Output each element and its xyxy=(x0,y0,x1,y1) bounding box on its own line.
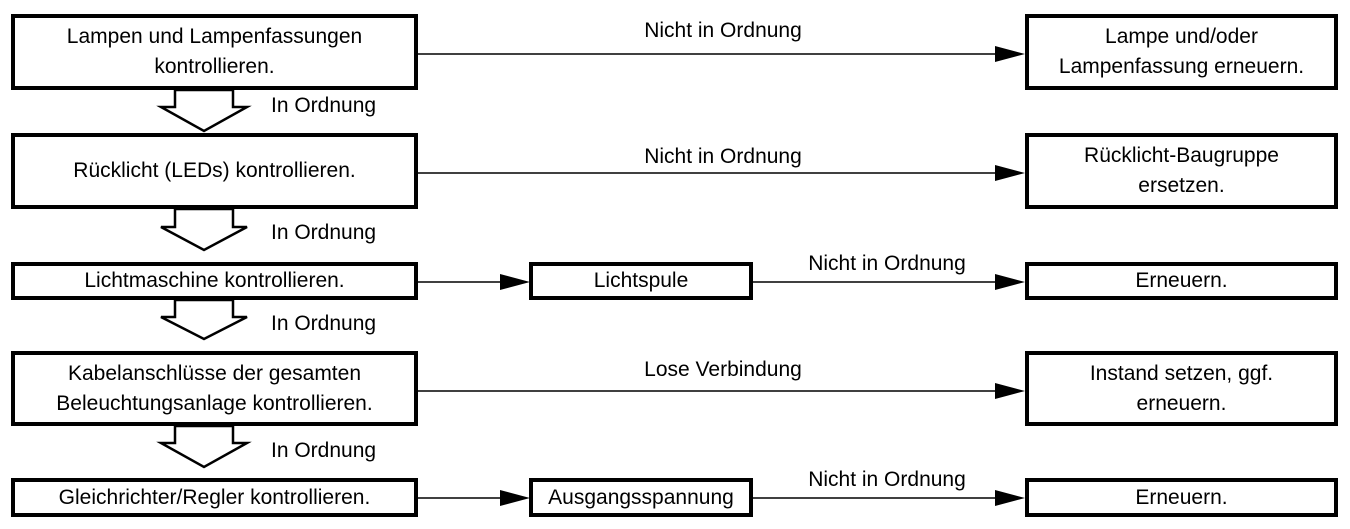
check-output-voltage-box: Ausgangsspannung xyxy=(529,478,753,517)
down-arrow-icon xyxy=(160,298,248,341)
step-generator-box: Lichtmaschine kontrollieren. xyxy=(11,262,418,300)
result-replace-lamp-box: Lampe und/oder Lampenfassung erneuern. xyxy=(1025,14,1338,90)
ok-label: In Ordnung xyxy=(271,312,377,335)
arrowhead-icon xyxy=(995,165,1025,181)
ok-label: In Ordnung xyxy=(271,221,377,244)
result-replace-taillight-box: Rücklicht-Baugruppe ersetzen. xyxy=(1025,133,1338,209)
branch-label: Nicht in Ordnung xyxy=(644,145,802,168)
down-arrow-icon xyxy=(156,424,252,469)
step-taillight-box: Rücklicht (LEDs) kontrollieren. xyxy=(11,133,418,209)
branch-label: Lose Verbindung xyxy=(644,358,802,381)
arrowhead-icon xyxy=(500,274,530,290)
branch-label: Nicht in Ordnung xyxy=(808,252,966,275)
arrowhead-icon xyxy=(995,383,1025,399)
check-lighting-coil-box: Lichtspule xyxy=(529,262,753,300)
step-lamps-box: Lampen und Lampenfassungen kontrollieren… xyxy=(11,14,418,90)
branch-label: Nicht in Ordnung xyxy=(644,19,802,42)
arrowhead-icon xyxy=(995,274,1025,290)
arrowhead-icon xyxy=(995,46,1025,62)
branch-label: Nicht in Ordnung xyxy=(808,468,966,491)
arrowhead-icon xyxy=(995,490,1025,506)
ok-label: In Ordnung xyxy=(271,94,377,117)
result-renew-box: Erneuern. xyxy=(1025,478,1338,517)
ok-label: In Ordnung xyxy=(271,439,377,462)
step-rectifier-box: Gleichrichter/Regler kontrollieren. xyxy=(11,478,418,517)
result-repair-box: Instand setzen, ggf. erneuern. xyxy=(1025,351,1338,426)
step-wiring-box: Kabelanschlüsse der gesamten Beleuchtung… xyxy=(11,351,418,426)
arrowhead-icon xyxy=(500,490,530,506)
down-arrow-icon xyxy=(156,88,252,133)
down-arrow-icon xyxy=(160,207,248,252)
result-renew-box: Erneuern. xyxy=(1025,262,1338,300)
